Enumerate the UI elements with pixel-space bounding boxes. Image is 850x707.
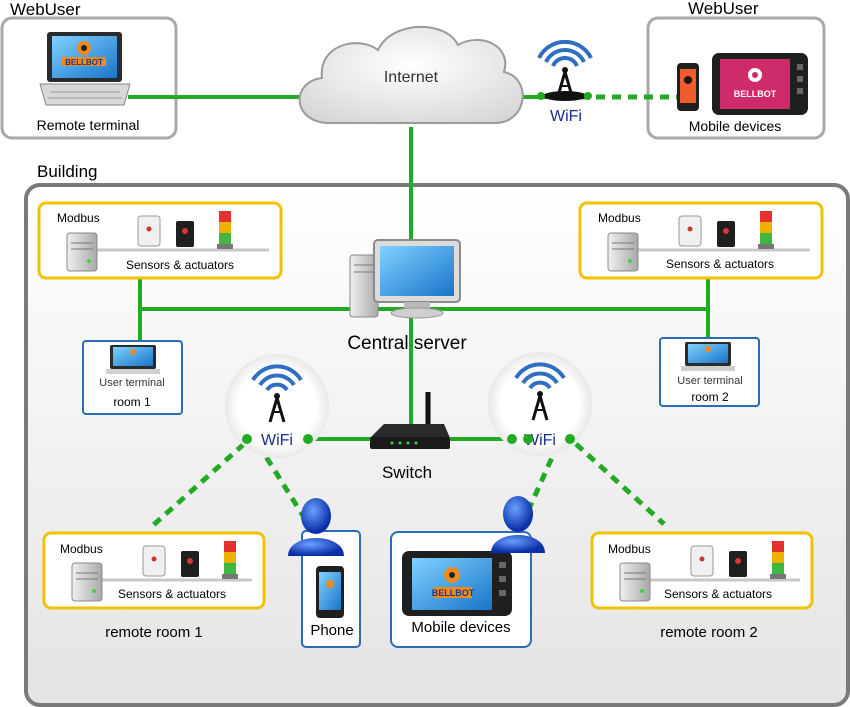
photo-sensor-icon	[729, 551, 747, 577]
switch-label: Switch	[382, 463, 432, 482]
remote-terminal-label: Remote terminal	[37, 117, 140, 133]
modbus-server-icon	[619, 562, 651, 602]
modbus-devices-group	[66, 211, 269, 272]
modbus-label: Modbus	[57, 211, 100, 225]
internet-label: Internet	[384, 69, 439, 86]
phone-box: Phone	[301, 530, 361, 648]
central-server-label: Central server	[347, 333, 467, 354]
internet-cloud	[298, 25, 524, 124]
phone-label: Phone	[310, 622, 353, 639]
signal-light-tower-icon	[758, 211, 774, 249]
mobile-devices-box: BELLBOT Mobile devices	[390, 531, 532, 648]
room-1-label: room 1	[113, 395, 151, 409]
modbus-label: Modbus	[598, 211, 641, 225]
modbus-label: Modbus	[60, 542, 103, 556]
building-label: Building	[37, 162, 98, 181]
top-tablet-icon: BELLBOT	[712, 53, 808, 115]
user-terminal-1-label: User terminal	[99, 377, 164, 389]
photo-sensor-icon	[181, 551, 199, 577]
sensors-label: Sensors & actuators	[666, 257, 774, 271]
photo-sensor-icon	[717, 221, 735, 247]
sensors-label: Sensors & actuators	[118, 587, 226, 601]
modbus-label: Modbus	[608, 542, 651, 556]
link-dots	[242, 92, 592, 444]
wifi-top-label: WiFi	[550, 108, 582, 125]
sensors-label: Sensors & actuators	[664, 587, 772, 601]
signal-light-tower-icon	[770, 541, 786, 579]
webuser-right-label: WebUser	[688, 0, 759, 18]
laptop-icon: BELLBOT	[39, 32, 131, 106]
user-figure-right	[491, 496, 545, 553]
sensors-label: Sensors & actuators	[126, 258, 234, 272]
wifi-right-access-point	[488, 352, 592, 456]
remote-room-1-label: remote room 1	[105, 624, 203, 641]
modbus-devices-group	[607, 211, 810, 272]
top-phone-icon	[677, 63, 699, 111]
motion-sensor-icon	[690, 545, 714, 577]
motion-sensor-icon	[137, 215, 161, 247]
webuser-left-label: WebUser	[10, 0, 81, 19]
tablet-icon: BELLBOT	[402, 551, 512, 616]
phone-icon	[316, 566, 344, 618]
modbus-devices-group	[71, 541, 252, 602]
user-terminal-2-label: User terminal	[677, 375, 742, 387]
modbus-device-icons	[66, 211, 810, 602]
user-terminal-room-1: User terminal room 1	[82, 340, 183, 415]
wifi-top-icon	[537, 39, 593, 101]
wifi-left-label: WiFi	[261, 432, 293, 449]
user-terminal-room-2: User terminal room 2	[659, 337, 760, 407]
motion-sensor-icon	[678, 215, 702, 247]
signal-light-tower-icon	[222, 541, 238, 579]
modbus-server-icon	[71, 562, 103, 602]
motion-sensor-icon	[142, 545, 166, 577]
room-2-label: room 2	[691, 390, 729, 404]
signal-light-tower-icon	[217, 211, 233, 249]
laptop-brand-logo: BELLBOT	[65, 58, 103, 67]
wifi-left-access-point	[225, 354, 329, 458]
mobile-devices-bottom-label: Mobile devices	[411, 619, 510, 636]
photo-sensor-icon	[176, 221, 194, 247]
modbus-server-icon	[607, 232, 639, 272]
modbus-server-icon	[66, 232, 98, 272]
remote-room-2-label: remote room 2	[660, 624, 758, 641]
central-server-icon	[349, 239, 461, 319]
mobile-devices-top-label: Mobile devices	[689, 118, 782, 134]
modbus-devices-group	[619, 541, 800, 602]
top-tablet-brand-logo: BELLBOT	[734, 89, 777, 99]
user-figure-left	[288, 498, 344, 556]
network-switch-icon	[370, 392, 450, 449]
tablet-brand-logo: BELLBOT	[432, 588, 475, 598]
